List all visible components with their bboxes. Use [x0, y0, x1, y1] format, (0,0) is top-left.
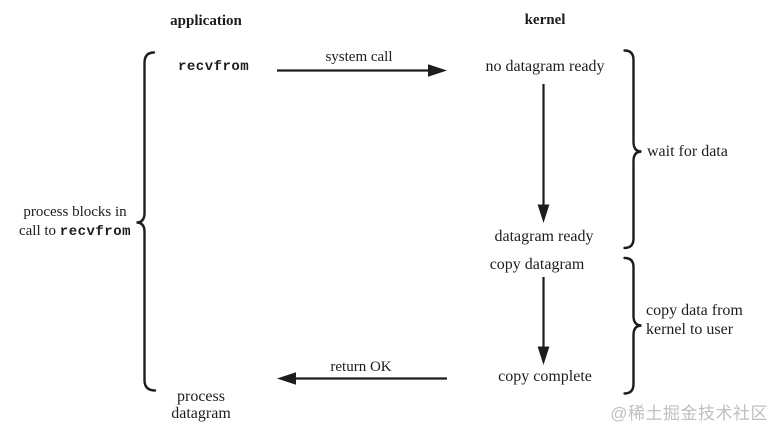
- wait-for-data-label: wait for data: [647, 143, 728, 160]
- process-blocks-line2-prefix: call to: [18, 223, 60, 239]
- column-header-kernel: kernel: [524, 12, 566, 28]
- kernel-state-no-datagram-ready: no datagram ready: [485, 58, 605, 75]
- system-call-arrow: [277, 64, 447, 77]
- copy-data-line1: copy data from: [646, 302, 743, 319]
- process-datagram-line1: process: [177, 388, 225, 405]
- watermark: @稀土掘金技术社区: [610, 404, 768, 423]
- return-ok-arrow: [277, 372, 447, 385]
- process-datagram-label: process datagram: [146, 388, 256, 422]
- copy-data-label: copy data from kernel to user: [646, 301, 743, 339]
- copy-data-brace: [623, 256, 642, 395]
- wait-arrow-down: [537, 84, 550, 223]
- system-call-arrow-label: system call: [325, 49, 393, 65]
- wait-for-data-brace: [623, 49, 642, 250]
- copy-arrow-down: [537, 277, 550, 365]
- kernel-state-copy-complete: copy complete: [498, 368, 592, 385]
- left-brace: [136, 51, 157, 392]
- kernel-state-copy-datagram: copy datagram: [489, 256, 585, 273]
- recvfrom-call-label: recvfrom: [178, 59, 250, 75]
- kernel-state-datagram-ready: datagram ready: [494, 228, 594, 245]
- copy-data-line2: kernel to user: [646, 321, 734, 338]
- column-header-application: application: [170, 13, 242, 29]
- process-blocks-note: process blocks in call to recvfrom: [5, 203, 145, 242]
- process-blocks-line2-code: recvfrom: [59, 224, 132, 240]
- process-blocks-line1: process blocks in: [23, 204, 127, 220]
- return-ok-arrow-label: return OK: [330, 359, 392, 375]
- process-datagram-line2: datagram: [171, 405, 231, 422]
